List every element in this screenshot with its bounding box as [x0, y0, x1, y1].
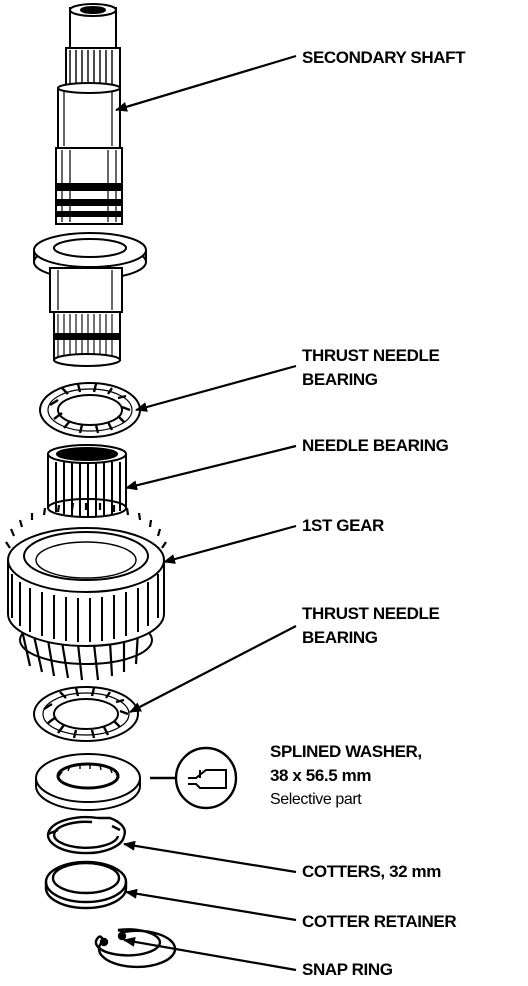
cotters-part: [46, 815, 126, 855]
splined-washer-label-line2: 38 x 56.5 mm: [270, 766, 372, 785]
needle-bearing-arrow: [125, 444, 297, 491]
splined-washer-label-line1: SPLINED WASHER,: [270, 742, 422, 761]
splined-washer-part: [35, 753, 141, 811]
secondary-shaft-part: [33, 3, 147, 367]
lower-thrust-bearing-arrow: [129, 625, 297, 713]
snap-ring-label: SNAP RING: [302, 960, 393, 979]
upper-thrust-needle-bearing-part: [39, 382, 141, 438]
first-gear-part: [5, 502, 167, 681]
upper-thrust-needle-label-line1: THRUST NEEDLE: [302, 346, 440, 365]
upper-thrust-bearing-arrow: [135, 364, 297, 412]
needle-bearing-label: NEEDLE BEARING: [302, 436, 449, 455]
snap-ring-arrow: [123, 936, 297, 972]
snap-ring-part: [94, 928, 177, 969]
cotter-retainer-arrow: [125, 888, 297, 922]
lower-thrust-needle-label-line1: THRUST NEEDLE: [302, 604, 440, 623]
cotters-label: COTTERS, 32 mm: [302, 862, 441, 881]
first-gear-arrow: [163, 524, 297, 564]
selective-part-icon: [150, 746, 238, 810]
secondary-shaft-arrow: [115, 54, 297, 112]
needle-bearing-part: [47, 444, 127, 518]
cotter-retainer-label: COTTER RETAINER: [302, 912, 457, 931]
cotter-retainer-part: [44, 860, 128, 910]
lower-thrust-needle-label-line2: BEARING: [302, 628, 378, 647]
cotters-arrow: [123, 840, 297, 874]
splined-washer-label-line3: Selective part: [270, 791, 362, 808]
leader-arrows: [115, 54, 297, 972]
upper-thrust-needle-label-line2: BEARING: [302, 370, 378, 389]
first-gear-label: 1ST GEAR: [302, 516, 384, 535]
lower-thrust-needle-bearing-part: [33, 686, 139, 742]
secondary-shaft-label: SECONDARY SHAFT: [302, 48, 466, 67]
